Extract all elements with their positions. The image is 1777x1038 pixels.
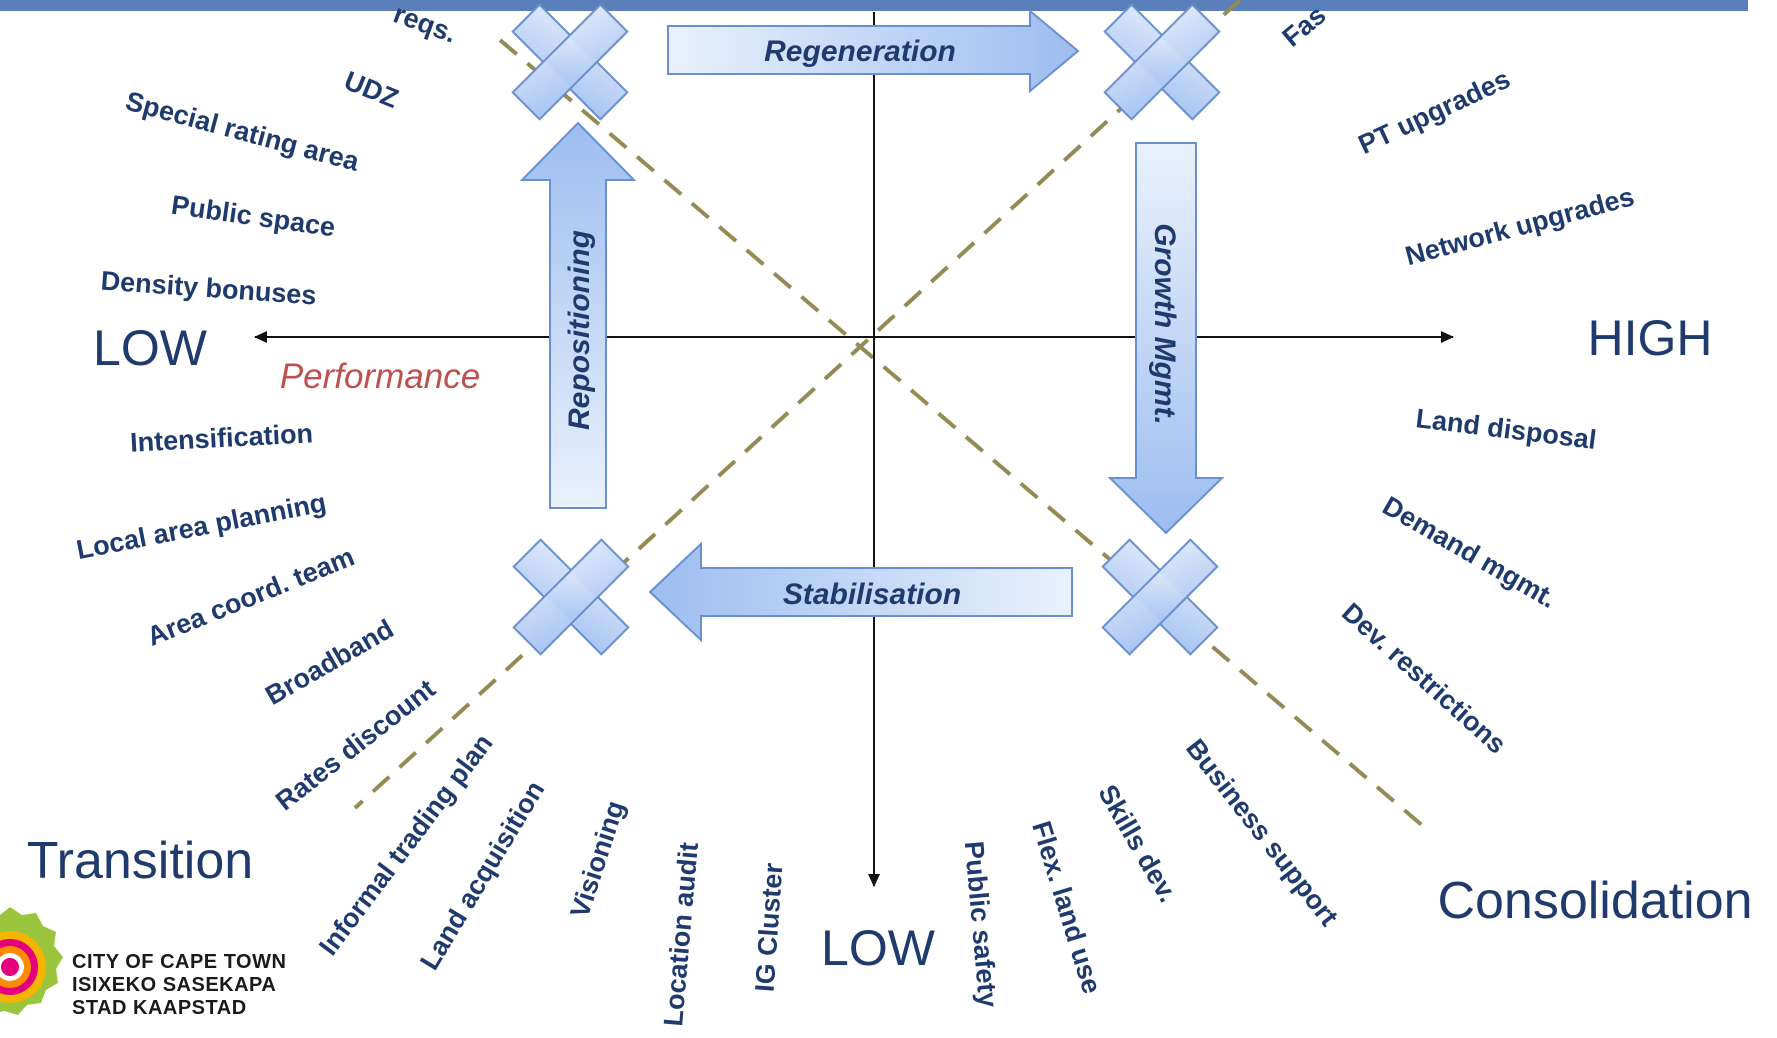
axis-label-low-bottom: LOW [821, 920, 936, 976]
arrow-stabilisation [648, 541, 1073, 643]
label-density-bonuses: Density bonuses [100, 266, 318, 311]
logo-emblem-icon [0, 907, 63, 1015]
label-local-area-planning: Local area planning [74, 487, 329, 565]
label-visioning: Visioning [564, 797, 630, 921]
label-reqs-cut: reqs. [390, 0, 461, 49]
logo-line-3: STAD KAAPSTAD [72, 997, 247, 1019]
label-business-support: Business support [1180, 733, 1344, 931]
label-intensification: Intensification [129, 418, 313, 458]
label-area-coord-team: Area coord. team [143, 541, 359, 651]
label-land-disposal: Land disposal [1414, 403, 1598, 455]
x-marker-top-left [511, 3, 629, 121]
label-special-rating-area: Special rating area [122, 86, 363, 177]
arrow-repositioning [519, 121, 637, 509]
arrow-label-regeneration: Regeneration [764, 35, 956, 68]
x-marker-top-right [1103, 3, 1221, 121]
label-broadband: Broadband [260, 614, 398, 711]
x-marker-bottom-left [512, 538, 630, 656]
label-demand-mgmt: Demand mgmt. [1378, 490, 1562, 613]
arrow-label-growth-mgmt: Growth Mgmt. [1148, 223, 1181, 425]
label-network-upgrades: Network upgrades [1402, 181, 1637, 271]
label-ig-cluster: IG Cluster [750, 861, 789, 992]
label-skills-dev: Skills dev. [1092, 780, 1183, 908]
axis-label-high-right: HIGH [1588, 310, 1713, 366]
label-public-safety: Public safety [959, 840, 1003, 1009]
label-dev-restrictions: Dev. restrictions [1336, 597, 1512, 760]
top-band [0, 0, 1748, 11]
axis-label-low-left: LOW [93, 320, 208, 376]
arrow-growth-mgmt [1107, 142, 1225, 535]
arrow-label-stabilisation: Stabilisation [783, 578, 961, 611]
arrow-regeneration [667, 8, 1080, 94]
arrow-label-repositioning: Repositioning [563, 230, 596, 430]
x-marker-bottom-right [1101, 538, 1219, 656]
label-public-space: Public space [169, 190, 337, 243]
corner-label-transition: Transition [27, 832, 253, 890]
label-flex-land-use: Flex. land use [1026, 818, 1107, 998]
label-pt-upgrades: PT upgrades [1354, 64, 1515, 160]
dashed-diagonal-falling [498, 38, 1432, 834]
corner-label-consolidation: Consolidation [1437, 872, 1752, 930]
label-udz: UDZ [340, 65, 403, 114]
dashed-diagonal-rising [353, 0, 1242, 810]
label-fas-cut: Fas [1277, 0, 1332, 53]
city-of-cape-town-logo: CITY OF CAPE TOWN ISIXEKO SASEKAPA STAD … [0, 907, 286, 1019]
logo-line-2: ISIXEKO SASEKAPA [72, 974, 276, 996]
logo-line-1: CITY OF CAPE TOWN [72, 951, 286, 973]
axis-title-performance: Performance [280, 357, 480, 396]
label-location-audit: Location audit [658, 841, 704, 1027]
